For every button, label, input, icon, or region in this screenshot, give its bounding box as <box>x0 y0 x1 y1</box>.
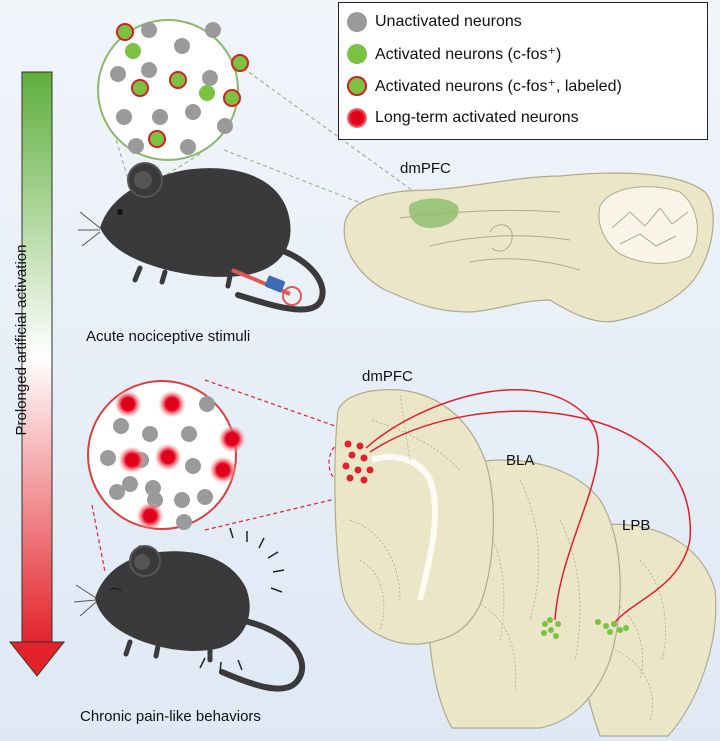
dmpfc-projection-neurons <box>342 440 374 484</box>
legend: Unactivated neurons Activated neurons (c… <box>338 2 708 140</box>
legend-item-unactivated: Unactivated neurons <box>347 9 522 35</box>
long-term-activated-neuron <box>114 390 246 530</box>
legend-item-long-term: Long-term activated neurons <box>347 105 579 131</box>
sagittal-brain <box>343 172 714 323</box>
labeled-activated-neuron <box>116 23 249 148</box>
chronic-mouse <box>73 527 306 692</box>
long-term-neuron-icon <box>347 108 367 128</box>
activation-arrow-label: Prolonged artificial activation <box>13 244 30 436</box>
legend-label: Activated neurons (c-fos⁺, labeled) <box>375 78 622 95</box>
unactivated-neuron <box>110 22 233 155</box>
lpb-activated-neurons <box>595 619 629 635</box>
activated-neuron-icon <box>347 44 367 64</box>
bla-label: BLA <box>506 452 535 469</box>
acute-neuron-population <box>97 19 249 161</box>
coronal-section-dmpfc <box>334 389 494 645</box>
pain-lines-icon <box>199 527 285 674</box>
unactivated-neuron-icon <box>347 12 367 32</box>
acute-mouse <box>78 162 326 313</box>
nociceptive-probe-icon <box>231 268 302 306</box>
legend-item-labeled: Activated neurons (c-fos⁺, labeled) <box>347 73 622 99</box>
top-dmpfc-label: dmPFC <box>400 160 451 177</box>
bottom-dmpfc-label: dmPFC <box>362 368 413 385</box>
lpb-label: LPB <box>622 517 651 534</box>
activated-neuron <box>125 43 215 101</box>
labeled-neuron-icon <box>347 76 367 96</box>
chronic-neuron-population <box>87 380 246 530</box>
legend-item-activated: Activated neurons (c-fos⁺) <box>347 41 561 67</box>
chronic-behavior-caption: Chronic pain-like behaviors <box>80 708 261 725</box>
projection-lines <box>365 389 691 627</box>
legend-label: Unactivated neurons <box>375 13 522 30</box>
bla-activated-neurons <box>541 617 561 639</box>
dmpfc-activation-area <box>409 198 459 228</box>
legend-label: Long-term activated neurons <box>375 109 579 126</box>
acute-stimuli-caption: Acute nociceptive stimuli <box>86 328 251 345</box>
activation-arrow <box>8 71 66 677</box>
legend-label: Activated neurons (c-fos⁺) <box>375 46 562 63</box>
